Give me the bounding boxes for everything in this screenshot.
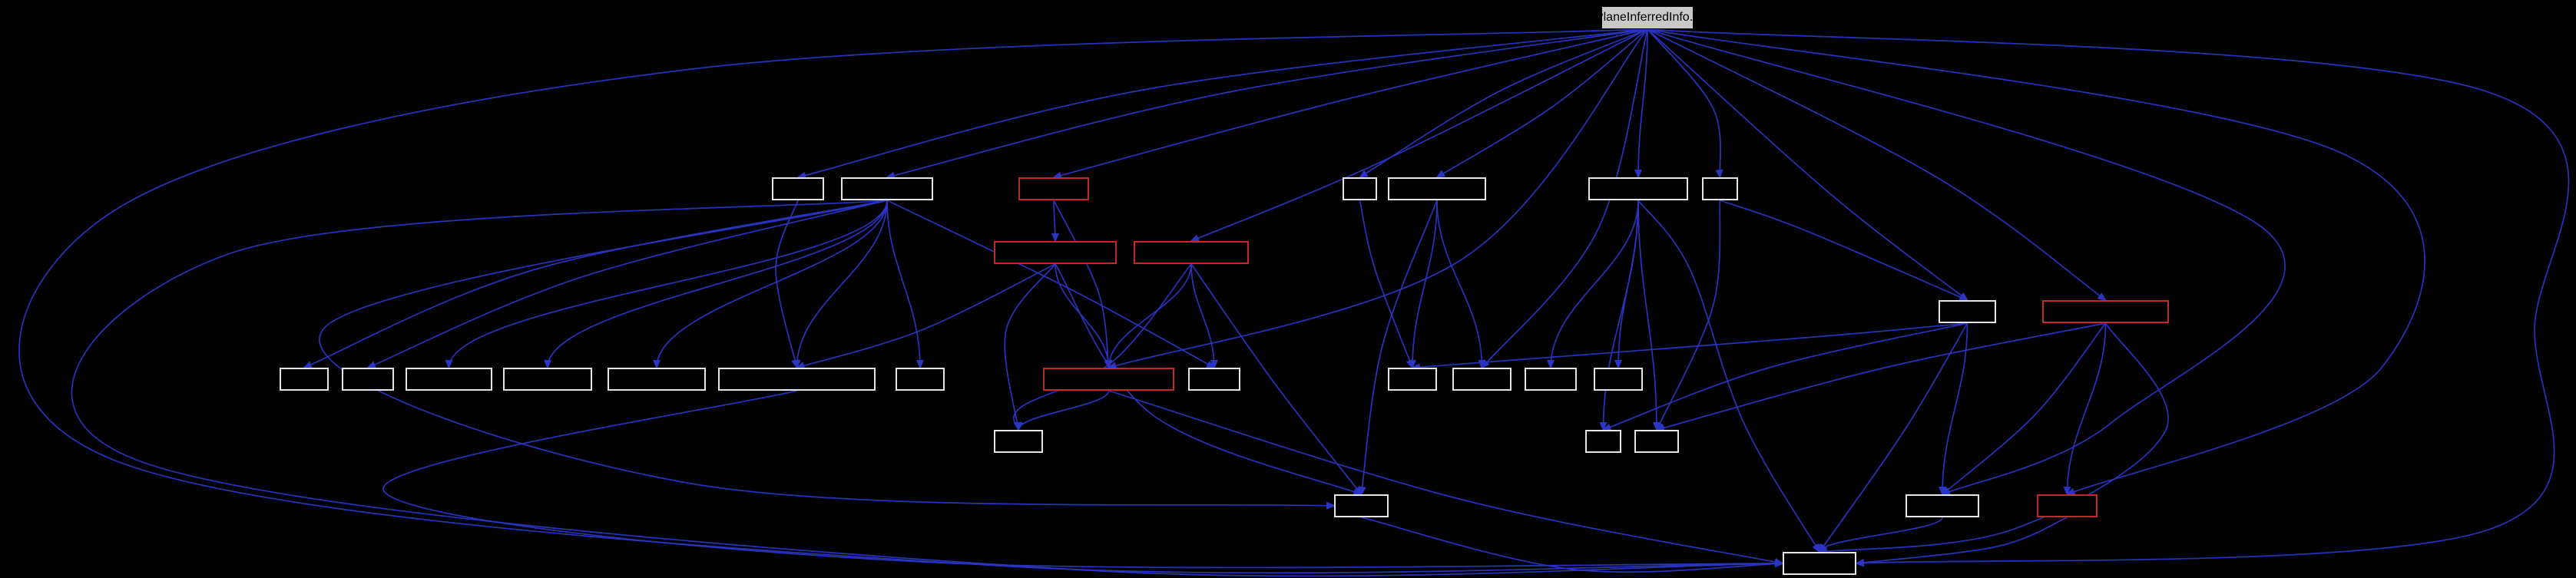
graph-node-p[interactable]	[608, 368, 706, 391]
graph-edge	[1361, 517, 1784, 573]
graph-edge	[1818, 322, 2169, 555]
graph-edge	[1411, 322, 1968, 372]
graph-node-a[interactable]	[772, 177, 824, 200]
graph-node-m[interactable]	[342, 368, 394, 391]
graph-edge	[1104, 263, 1192, 369]
graph-node-h[interactable]	[994, 241, 1117, 264]
graph-node-u[interactable]	[1388, 368, 1437, 391]
graph-edge	[1012, 263, 1192, 431]
graph-edge	[1818, 322, 1968, 553]
graph-edge	[1052, 28, 1648, 180]
graph-node-t[interactable]	[1188, 368, 1240, 391]
graph-edge	[1647, 28, 2107, 302]
graph-edge	[886, 200, 1216, 368]
graph-node-q[interactable]	[718, 368, 876, 391]
graph-edge	[1190, 28, 1648, 242]
graph-edge	[1637, 200, 1821, 553]
graph-node-ac[interactable]	[1906, 494, 1979, 517]
graph-edge	[319, 200, 1336, 510]
graph-node-k[interactable]	[2042, 300, 2169, 323]
graph-node-z[interactable]	[1585, 430, 1621, 453]
graph-edge	[1107, 28, 1648, 369]
graph-node-ae[interactable]	[1783, 552, 1856, 575]
graph-node-i[interactable]	[1134, 241, 1249, 264]
graph-node-v[interactable]	[1452, 368, 1511, 391]
graph-edge	[1108, 390, 1784, 566]
graph-edge	[1055, 263, 1363, 496]
graph-edge	[1190, 263, 1362, 496]
graph-root-node: PlaneInferredInfo.h	[1601, 6, 1694, 29]
graph-edge	[1634, 28, 1648, 179]
graph-edge	[445, 200, 888, 369]
graph-edge	[1637, 200, 1660, 431]
graph-edge	[1647, 28, 1969, 302]
graph-edge	[1190, 263, 1218, 369]
graph-node-c[interactable]	[1018, 177, 1089, 200]
graph-edge	[795, 263, 1056, 369]
graph-edge	[1816, 517, 1943, 553]
graph-node-n[interactable]	[406, 368, 492, 391]
graph-edge	[1599, 200, 1639, 431]
graph-edge	[18, 28, 1784, 574]
graph-edge	[2063, 322, 2107, 496]
graph-node-g[interactable]	[1702, 177, 1738, 200]
graph-node-j[interactable]	[1939, 300, 1996, 323]
graph-node-l[interactable]	[280, 368, 329, 391]
graph-edge	[1015, 390, 1110, 431]
graph-node-f[interactable]	[1588, 177, 1688, 200]
graph-node-x[interactable]	[1594, 368, 1643, 391]
graph-edge	[1481, 28, 1648, 369]
graph-edge	[1358, 200, 1438, 496]
graph-edge	[544, 200, 888, 369]
graph-node-o[interactable]	[503, 368, 592, 391]
graph-edge	[1359, 200, 1414, 369]
graph-node-ab[interactable]	[1334, 494, 1389, 517]
graph-edge	[1435, 28, 1648, 179]
graph-edge	[1941, 322, 2107, 496]
graph-edge	[886, 200, 924, 369]
graph-node-d[interactable]	[1343, 177, 1377, 200]
graph-edge	[1647, 28, 2286, 495]
graph-edge	[1647, 28, 2570, 567]
graph-node-r[interactable]	[896, 368, 945, 391]
graph-edge	[1855, 517, 2068, 566]
graph-edge	[303, 200, 888, 368]
graph-edge	[1647, 28, 1723, 179]
graph-edge	[1436, 200, 1486, 369]
graph-edge	[1547, 200, 1639, 369]
graph-edge	[366, 200, 888, 368]
graph-edge	[1409, 200, 1438, 369]
graph-edge	[1647, 28, 2425, 495]
graph-edge	[1601, 322, 1968, 431]
graph-node-y[interactable]	[994, 430, 1043, 453]
graph-edge	[71, 200, 1784, 577]
graph-edge	[1720, 200, 1969, 301]
graph-node-b[interactable]	[841, 177, 933, 200]
graph-node-ad[interactable]	[2037, 494, 2098, 517]
graph-edge	[793, 200, 888, 369]
graph-edge	[382, 390, 1784, 569]
graph-edge	[1051, 200, 1059, 243]
graph-edge	[796, 28, 1648, 180]
graph-edge	[886, 28, 1648, 180]
graph-node-s[interactable]	[1043, 368, 1174, 391]
graph-node-e[interactable]	[1388, 177, 1486, 200]
graph-node-w[interactable]	[1525, 368, 1577, 391]
graph-edge	[653, 200, 888, 369]
graph-edge	[1939, 322, 1968, 496]
graph-edge	[1655, 322, 2106, 432]
graph-edge	[1004, 263, 1056, 431]
graph-node-aa[interactable]	[1634, 430, 1679, 453]
graph-edge	[775, 200, 800, 369]
graph-edge	[1053, 200, 1112, 369]
